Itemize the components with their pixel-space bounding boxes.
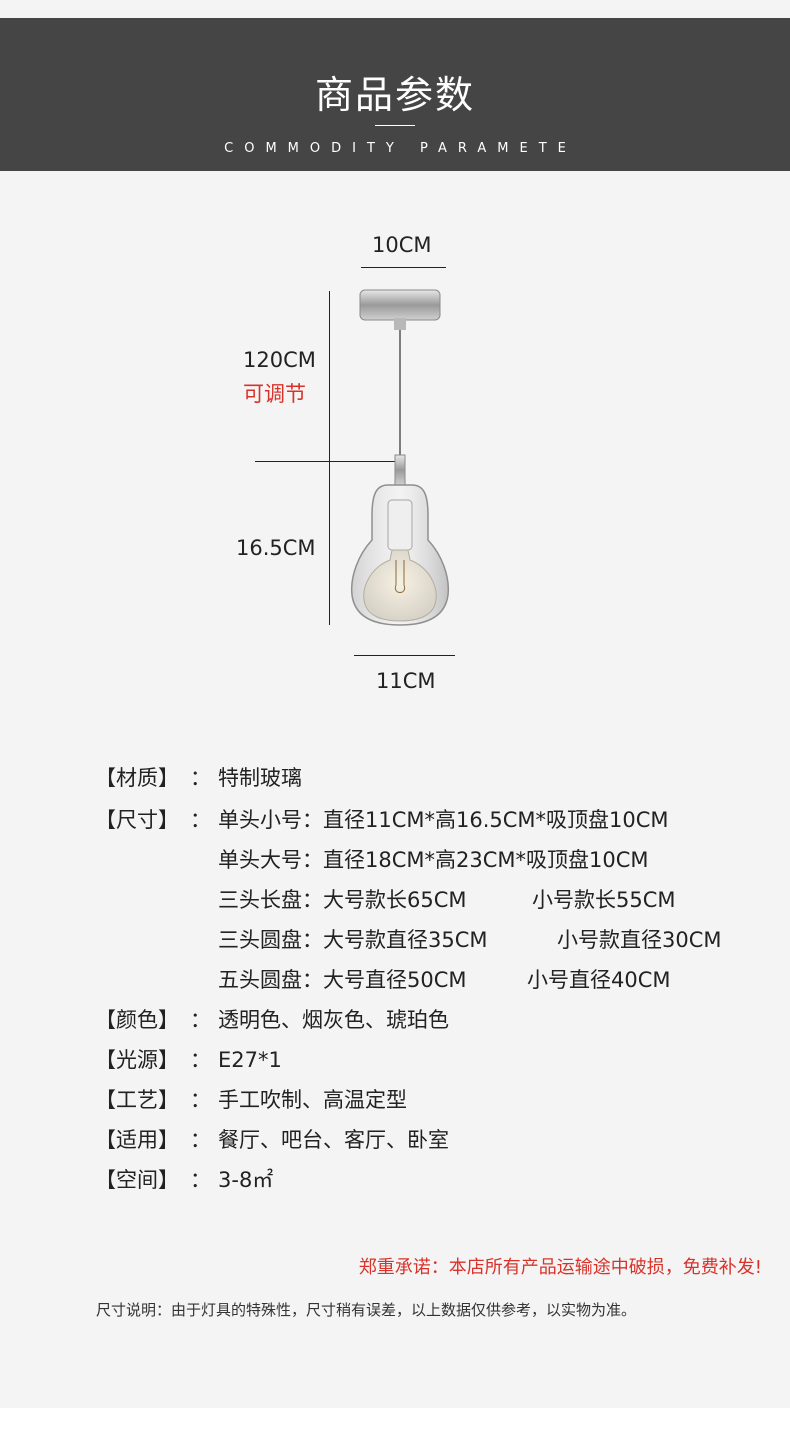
spec-label: 【尺寸】 bbox=[95, 808, 179, 832]
spec-label: 【适用】 bbox=[95, 1128, 179, 1152]
spec-colon: ： bbox=[190, 1168, 211, 1192]
spec-colon: ： bbox=[190, 1048, 211, 1072]
spec-colon: ： bbox=[190, 1088, 211, 1112]
top-width-label: 10CM bbox=[372, 233, 432, 257]
spec-value: 单头小号：直径11CM*高16.5CM*吸顶盘10CM bbox=[218, 808, 669, 832]
cord-adjustable-note: 可调节 bbox=[243, 382, 306, 406]
spec-colon: ： bbox=[190, 1008, 211, 1032]
spec-label: 【颜色】 bbox=[95, 1008, 179, 1032]
spec-value: 餐厅、吧台、客厅、卧室 bbox=[218, 1128, 449, 1152]
spec-value-small: 小号款直径30CM bbox=[557, 928, 722, 952]
spec-label: 【工艺】 bbox=[95, 1088, 179, 1112]
section-title: 商品参数 bbox=[314, 73, 475, 117]
damage-promise: 郑重承诺：本店所有产品运输途中破损，免费补发! bbox=[358, 1257, 762, 1278]
spec-value: 单头大号：直径18CM*高23CM*吸顶盘10CM bbox=[218, 848, 649, 872]
spec-value: 特制玻璃 bbox=[218, 766, 302, 790]
section-subtitle: COMMODITY PARAMETE bbox=[224, 141, 577, 156]
footer-band bbox=[0, 1408, 790, 1452]
cord-length-label: 120CM bbox=[243, 348, 316, 372]
pendant-lamp-image bbox=[350, 289, 450, 626]
size-note: 尺寸说明：由于灯具的特殊性，尺寸稍有误差，以上数据仅供参考，以实物为准。 bbox=[96, 1301, 637, 1319]
spec-colon: ： bbox=[190, 1128, 211, 1152]
title-divider bbox=[375, 125, 415, 126]
spec-value-small: 小号直径40CM bbox=[527, 968, 671, 992]
shade-width-line bbox=[354, 655, 455, 656]
spec-colon: ： bbox=[190, 808, 211, 832]
spec-label: 【光源】 bbox=[95, 1048, 179, 1072]
section-header: 商品参数 COMMODITY PARAMETE bbox=[0, 18, 790, 171]
spec-value: 透明色、烟灰色、琥珀色 bbox=[218, 1008, 449, 1032]
spec-value: E27*1 bbox=[218, 1048, 282, 1072]
spec-colon: ： bbox=[190, 766, 211, 790]
top-width-line bbox=[361, 267, 446, 268]
cord-shade-divider-line bbox=[255, 461, 397, 462]
shade-height-label: 16.5CM bbox=[236, 536, 316, 560]
spec-label: 【空间】 bbox=[95, 1168, 179, 1192]
height-dimension-line bbox=[329, 291, 330, 625]
spec-value: 五头圆盘：大号直径50CM bbox=[218, 968, 467, 992]
spec-value: 3-8㎡ bbox=[218, 1168, 274, 1192]
spec-label: 【材质】 bbox=[95, 766, 179, 790]
spec-value-small: 小号款长55CM bbox=[532, 888, 676, 912]
shade-width-label: 11CM bbox=[376, 669, 436, 693]
spec-value: 手工吹制、高温定型 bbox=[218, 1088, 407, 1112]
spec-value: 三头圆盘：大号款直径35CM bbox=[218, 928, 488, 952]
spec-value: 三头长盘：大号款长65CM bbox=[218, 888, 467, 912]
